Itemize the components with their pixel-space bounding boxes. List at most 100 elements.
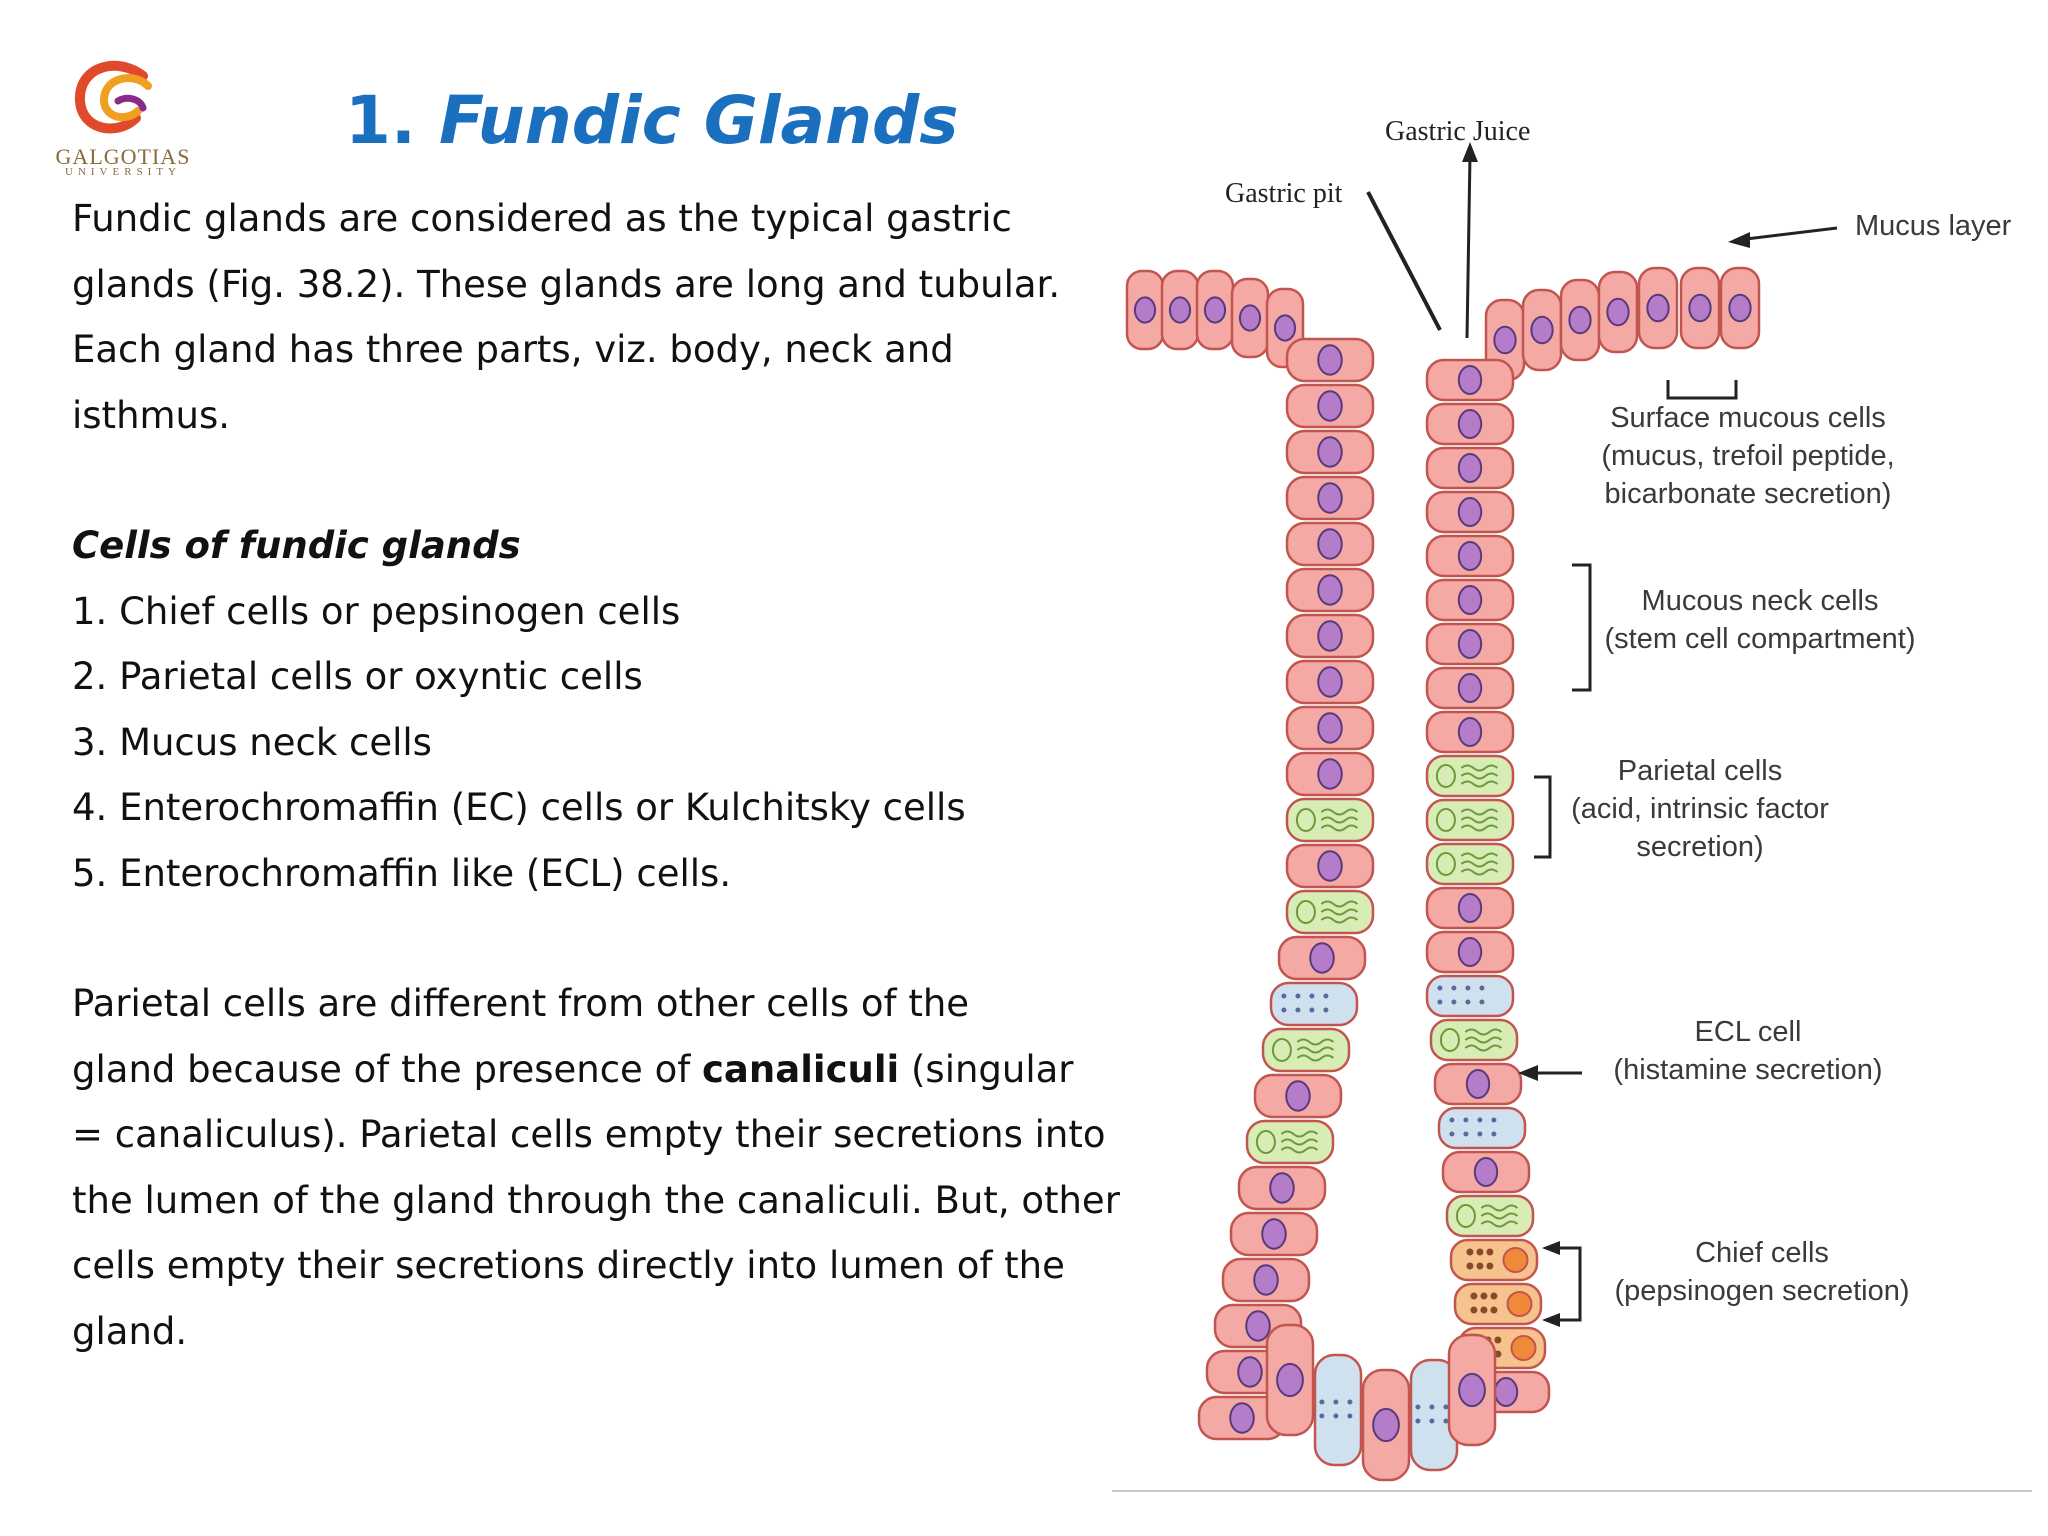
canaliculus-mark [1320,824,1359,832]
cell-nucleus [1273,314,1297,342]
cell-nucleus [1465,1069,1491,1099]
cell-nucleus [1457,541,1483,571]
parietal-cell [1425,754,1515,798]
zymogen-granule [1466,1262,1474,1270]
ecl-granule [1451,999,1457,1005]
canaliculus-mark [1460,852,1499,860]
canaliculus-mark [1320,908,1359,916]
title-number: 1. [345,82,416,159]
gastric-pit-pointer [1366,191,1442,331]
cell-nucleus [1317,528,1343,560]
cell-nucleus [1473,1157,1499,1187]
cells-heading: Cells of fundic glands [72,524,521,567]
ecl-granule [1443,1404,1449,1410]
zymogen-granule [1476,1248,1484,1256]
cell-nucleus [1457,629,1483,659]
cell-nucleus [1261,1218,1287,1250]
intro-line: Each gland has three parts, viz. body, n… [72,328,954,437]
surface-mucous-bracket [1666,380,1738,400]
zymogen-granule [1466,1248,1474,1256]
ecl-granule [1451,985,1457,991]
cell-nucleus [1317,436,1343,468]
ecl-granule [1347,1399,1353,1405]
cell-nucleus [1457,365,1483,395]
canaliculus-mark [1280,1146,1319,1154]
cell-nucleus [1317,758,1343,790]
chief-label: (pepsinogen secretion) [1614,1275,1909,1307]
parietal-cell [1261,1027,1351,1073]
canaliculus-mark [1320,808,1359,816]
cell-nucleus [1372,1407,1400,1443]
canaliculus-mark [1464,1036,1503,1044]
parietal-label: Parietal cells [1618,755,1782,787]
chief-nucleus [1510,1335,1537,1361]
parietal-line-text: gland because of the presence of [72,1047,702,1091]
cell-nucleus [1253,1264,1279,1296]
parietal-cell [1245,1119,1335,1165]
gastric-juice-arrow [1465,154,1472,339]
cell-nucleus [1457,673,1483,703]
cell-nucleus [1317,850,1343,882]
cell-nucleus [1493,1377,1519,1407]
cell-nucleus [1493,325,1517,355]
parietal-label: (acid, intrinsic factor [1571,793,1829,825]
cell-list-item: 5. Enterochromaffin like (ECL) cells. [72,851,732,895]
bottom-divider [1112,1490,2032,1492]
intro-line: Fundic glands are considered as the typi… [72,197,1012,240]
ecl-granule [1477,1117,1483,1123]
cell-nucleus [1285,1080,1311,1112]
cell-nucleus [1238,304,1262,332]
canaliculus-mark [1480,1204,1519,1212]
cell-nucleus [1568,305,1592,335]
zymogen-granule [1486,1248,1494,1256]
parietal-cell [1285,797,1375,843]
cell-nucleus [1317,574,1343,606]
cell-nucleus [1317,712,1343,744]
ecl-granule [1429,1404,1435,1410]
canaliculus-mark [1320,816,1359,824]
zymogen-granule [1480,1306,1488,1314]
logo-subtitle: UNIVERSITY [65,166,181,178]
cell-nucleus [1458,1372,1486,1408]
canaliculus-mark [1480,1220,1519,1228]
parietal-cell [1429,1018,1519,1062]
parietal-cell [1425,798,1515,842]
canaliculus-mark [1460,868,1499,876]
canaliculus-mark [1480,1212,1519,1220]
cell-nucleus [1457,497,1483,527]
ecl-cell [1313,1353,1363,1467]
mucous-neck-label: Mucous neck cells [1642,585,1879,617]
canaliculus-mark [1460,824,1499,832]
cell-nucleus [1245,1310,1271,1342]
ecl-granule [1437,985,1443,991]
parietal-line-text: (singular [899,1047,1074,1091]
canaliculus-mark [1296,1038,1335,1046]
cell-nucleus [1457,585,1483,615]
cell-nucleus [1317,482,1343,514]
ecl-granule [1295,1007,1301,1013]
gastric-pit-label: Gastric pit [1225,178,1343,209]
mucus-layer-arrow [1737,226,1838,242]
parietal-nucleus [1295,900,1316,924]
parietal-nucleus [1435,764,1456,788]
ecl-granule [1479,985,1485,991]
ecl-arrowhead [1518,1065,1538,1081]
canaliculus-mark [1460,772,1499,780]
parietal-nucleus [1255,1130,1276,1154]
cell-nucleus [1133,296,1157,324]
canaliculus-mark [1280,1138,1319,1146]
zymogen-granule [1470,1292,1478,1300]
zymogen-granule [1470,1306,1478,1314]
parietal-nucleus [1435,808,1456,832]
parietal-line: Parietal cells are different from other … [72,982,970,1025]
parietal-bracket [1534,775,1552,859]
cell-nucleus [1530,315,1554,345]
parietal-nucleus [1271,1038,1292,1062]
ecl-cell [1425,974,1515,1018]
parietal-cell [1425,842,1515,886]
canaliculus-mark [1280,1130,1319,1138]
zymogen-granule [1486,1262,1494,1270]
ecl-granule [1449,1117,1455,1123]
mucous-neck-bracket [1572,563,1592,692]
parietal-label: secretion) [1636,831,1763,863]
